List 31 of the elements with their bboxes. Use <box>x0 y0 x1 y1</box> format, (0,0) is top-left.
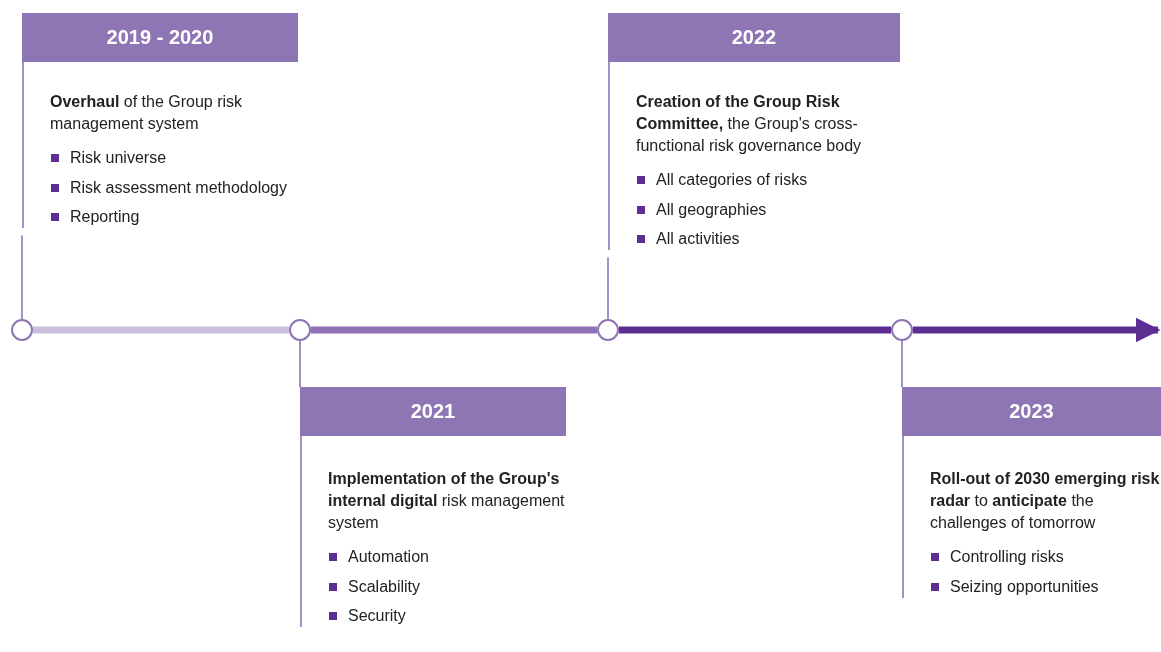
bullet-text: Risk assessment methodology <box>70 178 287 196</box>
bullet-text: Seizing opportunities <box>950 577 1099 595</box>
bullet-text: Controlling risks <box>950 548 1064 565</box>
timeline-marker <box>289 319 311 341</box>
bullet-text: All geographies <box>656 200 767 218</box>
connector-line <box>901 340 903 388</box>
year-header: 2021 <box>300 387 566 436</box>
bullet-text: Security <box>348 607 406 624</box>
milestone-description: Implementation of the Group's internal digital risk management system <box>328 469 566 533</box>
milestone-description: Roll-out of 2030 emerging risk radar to anticipate the challenges of tomorrow <box>930 469 1161 533</box>
year-header: 2023 <box>902 387 1161 436</box>
year-header: 2019 - 2020 <box>22 13 298 62</box>
connector-line <box>299 340 301 388</box>
bullet-text: Reporting <box>70 208 140 225</box>
connector-line <box>21 234 23 320</box>
timeline-line <box>311 326 597 334</box>
year-header: 2022 <box>608 13 900 62</box>
timeline-line <box>619 326 891 334</box>
timeline-marker <box>11 319 33 341</box>
bullet-text: Risk universe <box>70 149 167 166</box>
bullet-text: All categories of risks <box>656 171 808 188</box>
timeline-marker <box>891 319 913 341</box>
connector-line <box>607 256 609 320</box>
milestone-description: Overhaul of the Group risk management system <box>50 92 244 134</box>
milestone-description: Creation of the Group Risk Committee, the Group's cross-functional risk governance body <box>636 92 863 156</box>
bullet-text: Automation <box>348 548 429 565</box>
bullet-text: Scalability <box>348 577 421 595</box>
timeline-arrow <box>913 317 1161 343</box>
timeline-line <box>33 326 289 334</box>
bullet-text: All activities <box>656 230 740 247</box>
timeline-marker <box>597 319 619 341</box>
